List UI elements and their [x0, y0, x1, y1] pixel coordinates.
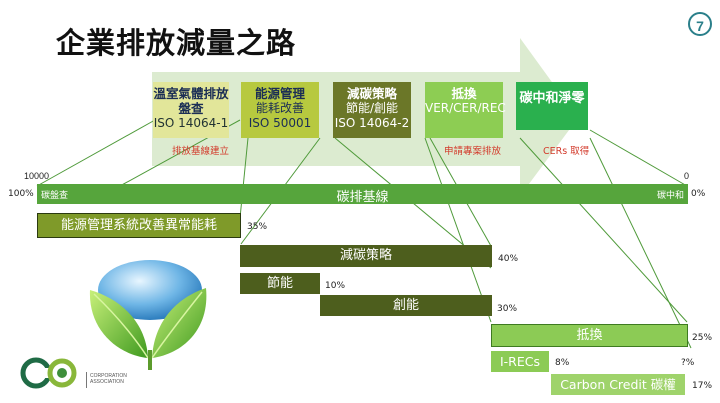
stage-offset-sub: VER/CER/REC	[425, 101, 506, 115]
baseline-center-label: 碳排基線	[336, 190, 389, 205]
logo-line2: ASSOCIATION	[90, 379, 124, 385]
strategy-bar-label: 減碳策略	[339, 248, 392, 263]
logo-text: CORPORATION ASSOCIATION	[90, 373, 127, 385]
stage-ghg-sub: ISO 14064-1	[153, 116, 229, 130]
offset-pct: 25%	[692, 333, 713, 343]
carbon-credit-bar: Carbon Credit 碳權	[551, 374, 685, 395]
stage-strategy-title: 減碳策略	[346, 86, 397, 101]
stage-strategy-sub1: 節能/創能	[345, 101, 399, 115]
energy-bar: 能源管理系統改善異常能耗	[37, 213, 241, 238]
logo-divider	[86, 372, 87, 388]
stage-ghg-inventory: 溫室氣體排放盤查 ISO 14064-1	[153, 82, 229, 138]
note-project-emission: 申請專案排放	[444, 146, 502, 157]
stage-reduction-strategy: 減碳策略 節能/創能 ISO 14064-2	[333, 82, 411, 138]
stage-energy-sub1: 能耗改善	[255, 101, 304, 115]
baseline-left-pct: 100%	[8, 189, 34, 199]
strategy-pct: 40%	[498, 254, 519, 264]
strategy-bar: 減碳策略	[240, 245, 492, 267]
page-number-badge: 7	[688, 12, 712, 36]
stage-energy-sub2: ISO 50001	[248, 116, 312, 130]
note-cers-obtained: CERs 取得	[543, 146, 590, 157]
baseline-left-value: 10000	[24, 171, 50, 181]
baseline-right-label: 碳中和	[656, 191, 684, 201]
saving-bar-label: 節能	[266, 276, 293, 291]
saving-bar: 節能	[240, 273, 320, 294]
page-title: 企業排放減量之路	[56, 26, 297, 60]
stage-ghg-title: 溫室氣體排放盤查	[153, 86, 229, 116]
irecs-bar-label: I-RECs	[499, 354, 541, 369]
stage-strategy-sub2: ISO 14064-2	[334, 116, 410, 130]
logo-mark-icon	[20, 357, 77, 389]
baseline-right-pct: 0%	[691, 189, 706, 199]
offset-bar-label: 抵換	[576, 328, 603, 343]
energy-bar-label: 能源管理系統改善異常能耗	[60, 218, 217, 233]
creating-bar: 創能	[320, 295, 492, 316]
carbon-credit-bar-label: Carbon Credit 碳權	[560, 377, 676, 392]
stage-carbon-neutral: 碳中和淨零	[516, 82, 588, 130]
corporate-logo	[20, 356, 84, 390]
stage-neutral-title: 碳中和淨零	[519, 91, 585, 106]
irecs-pct-right: ?%	[681, 358, 695, 368]
creating-bar-label: 創能	[392, 298, 419, 313]
baseline-bar: 碳盤查 碳排基線 碳中和	[37, 184, 688, 205]
saving-pct: 10%	[325, 281, 346, 291]
stage-offset: 抵換 VER/CER/REC	[425, 82, 506, 138]
irecs-bar: I-RECs	[491, 351, 549, 372]
logo-line1: CORPORATION	[90, 373, 127, 379]
globe-leaves-illustration	[89, 260, 207, 370]
baseline-left-label: 碳盤查	[41, 191, 69, 201]
baseline-right-value: 0	[684, 171, 690, 181]
offset-bar: 抵換	[491, 324, 688, 347]
stage-energy-management: 能源管理 能耗改善 ISO 50001	[241, 82, 319, 138]
note-baseline-setup: 排放基線建立	[172, 146, 230, 157]
creating-pct: 30%	[497, 304, 518, 314]
irecs-pct: 8%	[555, 358, 570, 368]
stage-offset-title: 抵換	[451, 86, 477, 101]
energy-pct: 35%	[247, 222, 268, 232]
stage-energy-title: 能源管理	[254, 86, 305, 101]
carbon-credit-pct: 17%	[692, 381, 713, 391]
